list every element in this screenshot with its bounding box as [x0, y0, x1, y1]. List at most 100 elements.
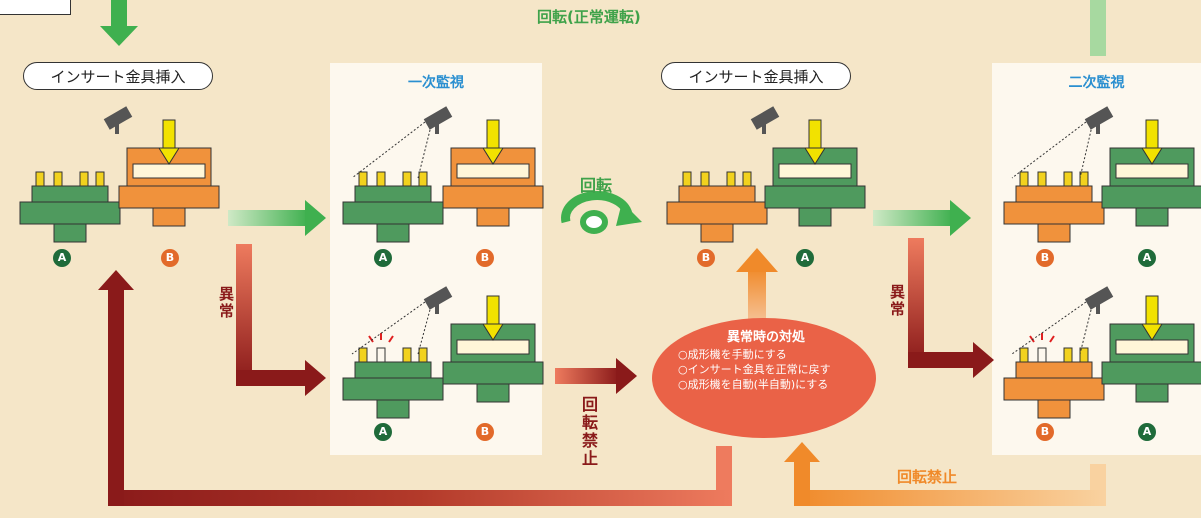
mold-core: [354, 361, 432, 379]
insert-part: [376, 171, 386, 187]
insert-part: [1063, 171, 1073, 187]
mold-plate: [1003, 377, 1105, 401]
insert-part: [726, 171, 736, 187]
rotate-symbol: [561, 191, 642, 234]
mold-plate: [764, 185, 866, 209]
abnormal-label-1: 異常: [217, 286, 235, 320]
insert-part: [95, 171, 105, 187]
camera-icon: [1084, 106, 1114, 130]
camera-mount: [762, 122, 766, 134]
normal-flow-arrow-1: [228, 200, 326, 236]
insert-part: [418, 171, 428, 187]
insert-part: [1019, 347, 1029, 363]
mold-base: [1135, 207, 1169, 227]
camera-mount: [435, 122, 439, 134]
insert-part: [1037, 347, 1047, 363]
camera-icon: [423, 106, 453, 130]
camera-icon: [423, 286, 453, 310]
abnormal-response-title: 異常時の対処: [726, 330, 805, 345]
entry-arrow: [100, 0, 138, 46]
insert-part: [35, 171, 45, 187]
insert-part: [682, 171, 692, 187]
insert-part: [418, 347, 428, 363]
abnormal-response-item: ○成形機を手動にする: [678, 348, 787, 361]
mold-plate: [342, 201, 444, 225]
mold-base: [152, 207, 186, 227]
rotation-prohibited-horizontal: 回転禁止: [897, 468, 958, 486]
insert-stage-2-label: インサート金具挿入: [661, 62, 851, 90]
badge-a: A: [53, 249, 71, 267]
error-mark: [368, 333, 394, 343]
return-loop-arrow: [98, 270, 732, 506]
abnormal-arrow-1: [236, 244, 326, 396]
nozzle: [1145, 295, 1159, 327]
abnormal-response-item: ○インサート金具を正常に戻す: [678, 363, 831, 376]
rotation-prohibited-vertical: 回転禁止: [579, 396, 598, 468]
nozzle: [1145, 119, 1159, 151]
nozzle: [486, 295, 500, 327]
insert-part: [79, 171, 89, 187]
badge-a: A: [796, 249, 814, 267]
error-mark: [1029, 333, 1055, 343]
mold-plate: [442, 361, 544, 385]
insert-part: [402, 347, 412, 363]
insert-part: [1037, 171, 1047, 187]
mold-base: [798, 207, 832, 227]
badge-a: A: [1138, 249, 1156, 267]
camera-mount: [1096, 122, 1100, 134]
mold-core: [678, 185, 756, 203]
badge-a: A: [374, 249, 392, 267]
resume-up-arrow: [736, 248, 778, 324]
nozzle: [808, 119, 822, 151]
abnormal-label-2: 異常: [888, 284, 906, 318]
mold-base: [1135, 383, 1169, 403]
nozzle-tip: [482, 323, 504, 341]
nozzle-tip: [158, 147, 180, 165]
mold-plate: [19, 201, 121, 225]
insert-part: [402, 171, 412, 187]
mold-base: [476, 383, 510, 403]
mold-plate: [1101, 361, 1201, 385]
normal-flow-arrow-2: [873, 200, 971, 236]
insert-part: [376, 347, 386, 363]
camera-view-line: [351, 121, 432, 179]
return-bar-top-right: [1090, 0, 1106, 56]
badge-a: A: [1138, 423, 1156, 441]
mold-plate: [1003, 201, 1105, 225]
primary-monitor-title: 一次監視: [408, 75, 464, 91]
badge-b: B: [1036, 423, 1054, 441]
badge-b: B: [1036, 249, 1054, 267]
molded-part: [1115, 339, 1189, 355]
insert-part: [1079, 171, 1089, 187]
secondary-monitor-title: 二次監視: [1068, 75, 1125, 91]
camera-view-line: [1011, 121, 1093, 179]
mold-base: [1037, 223, 1071, 243]
molded-part: [456, 339, 530, 355]
mold-plate: [118, 185, 220, 209]
camera-icon: [103, 106, 133, 130]
insert-part: [1079, 347, 1089, 363]
badge-a: A: [374, 423, 392, 441]
camera-mount: [115, 122, 119, 134]
molded-part: [1115, 163, 1189, 179]
insert-part: [700, 171, 710, 187]
mold-base: [53, 223, 87, 243]
mold-base: [376, 223, 410, 243]
mold-plate: [342, 377, 444, 401]
badge-b: B: [161, 249, 179, 267]
badge-b: B: [476, 249, 494, 267]
nozzle: [486, 119, 500, 151]
abnormal-response-item: ○成形機を自動(半自動)にする: [678, 378, 829, 391]
camera-mount: [435, 302, 439, 314]
mold-core: [1015, 361, 1093, 379]
mold-plate: [666, 201, 768, 225]
rotate-label: 回転: [580, 176, 613, 195]
mold-core: [354, 185, 432, 203]
nozzle-tip: [482, 147, 504, 165]
mold-plate: [442, 185, 544, 209]
nozzle: [162, 119, 176, 151]
mold-core: [31, 185, 109, 203]
nozzle-tip: [1141, 323, 1163, 341]
abnormal-response-box: 異常時の対処 ○成形機を手動にする ○インサート金具を正常に戻す ○成形機を自動…: [652, 318, 876, 438]
normal-rotation-label: 回転(正常運転): [537, 8, 641, 26]
